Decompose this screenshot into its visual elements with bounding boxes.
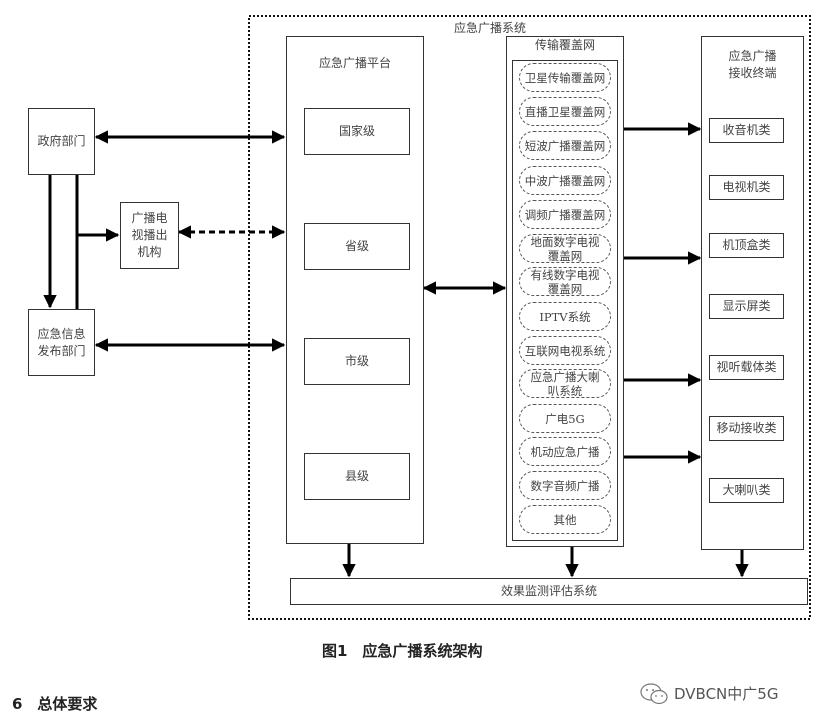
- gov-department-label: 政府部门: [37, 134, 86, 148]
- terminal-item-label: 收音机类: [722, 123, 771, 137]
- network-item: 应急广播大喇叭系统: [519, 369, 611, 398]
- network-item-label: 覆盖网: [547, 281, 583, 296]
- network-item: 机动应急广播: [519, 437, 611, 466]
- terminal-item-label: 机顶盒类: [722, 238, 771, 252]
- network-item-label: 数字音频广播: [530, 478, 600, 493]
- network-item: 直播卫星覆盖网: [519, 97, 611, 126]
- broadcaster-label-1: 广播电: [131, 211, 168, 225]
- figure-caption: 图1 应急广播系统架构: [322, 642, 483, 660]
- level-national-label: 国家级: [338, 124, 375, 138]
- network-item: 数字音频广播: [519, 471, 611, 500]
- network-item: 地面数字电视覆盖网: [519, 234, 611, 263]
- monitor-box: 效果监测评估系统: [290, 578, 808, 605]
- network-item-label: 卫星传输覆盖网: [524, 70, 606, 85]
- system-title: 应急广播系统: [453, 21, 526, 35]
- level-city-label: 市级: [344, 354, 369, 368]
- system-boundary: [248, 15, 811, 620]
- terminal-item: 大喇叭类: [709, 478, 784, 503]
- terminal-item-label: 显示屏类: [722, 299, 771, 313]
- monitor-label: 效果监测评估系统: [500, 584, 597, 598]
- terminal-item: 机顶盒类: [709, 233, 784, 258]
- network-item-label: 调频广播覆盖网: [524, 207, 606, 222]
- broadcaster-box: 广播电 视播出 机构: [120, 202, 179, 269]
- publisher-box: 应急信息 发布部门: [28, 309, 95, 376]
- network-item: 卫星传输覆盖网: [519, 63, 611, 92]
- network-item-label: 地面数字电视: [530, 234, 600, 249]
- watermark-text: DVBCN中广5G: [674, 685, 779, 703]
- network-item: IPTV系统: [519, 302, 611, 331]
- terminals-box: [701, 36, 804, 550]
- gov-department-box: 政府部门: [28, 108, 95, 175]
- section-heading: 6 总体要求: [12, 695, 98, 713]
- terminals-title-2: 接收终端: [728, 66, 777, 80]
- network-item-label: IPTV系统: [539, 309, 591, 324]
- network-item: 短波广播覆盖网: [519, 131, 611, 160]
- network-title: 传输覆盖网: [534, 38, 595, 52]
- network-item-label: 机动应急广播: [530, 444, 600, 459]
- terminal-item: 收音机类: [709, 118, 784, 143]
- level-city: 市级: [304, 338, 410, 385]
- broadcaster-label-2: 视播出: [131, 228, 168, 242]
- terminal-item-label: 电视机类: [722, 180, 771, 194]
- level-national: 国家级: [304, 108, 410, 155]
- network-item-label: 叭系统: [547, 383, 583, 398]
- terminal-item: 显示屏类: [709, 294, 784, 319]
- network-item: 广电5G: [519, 404, 611, 433]
- network-item: 有线数字电视覆盖网: [519, 267, 611, 296]
- network-item-label: 覆盖网: [547, 248, 583, 263]
- level-province: 省级: [304, 223, 410, 270]
- network-item-label: 有线数字电视: [530, 267, 600, 282]
- terminal-item-label: 视听载体类: [716, 360, 777, 374]
- network-item: 互联网电视系统: [519, 336, 611, 365]
- network-item-label: 其他: [553, 512, 577, 527]
- network-item: 调频广播覆盖网: [519, 200, 611, 229]
- wechat-icon: [638, 683, 672, 705]
- level-county: 县级: [304, 453, 410, 500]
- network-item: 中波广播覆盖网: [519, 166, 611, 195]
- publisher-label-2: 发布部门: [37, 343, 86, 358]
- terminal-item-label: 移动接收类: [716, 421, 777, 435]
- terminals-title-1: 应急广播: [728, 49, 777, 63]
- platform-title: 应急广播平台: [318, 56, 391, 70]
- network-item-label: 互联网电视系统: [524, 343, 606, 358]
- network-item-label: 中波广播覆盖网: [524, 173, 606, 188]
- publisher-label-1: 应急信息: [37, 326, 86, 341]
- network-item: 其他: [519, 505, 611, 534]
- network-item-label: 应急广播大喇: [530, 369, 600, 384]
- level-county-label: 县级: [344, 469, 369, 483]
- level-province-label: 省级: [344, 239, 369, 253]
- network-item-label: 短波广播覆盖网: [524, 138, 606, 153]
- network-item-label: 直播卫星覆盖网: [524, 104, 606, 119]
- broadcaster-label-3: 机构: [137, 245, 162, 259]
- terminal-item-label: 大喇叭类: [722, 483, 771, 497]
- terminal-item: 电视机类: [709, 175, 784, 200]
- terminal-item: 视听载体类: [709, 355, 784, 380]
- network-item-label: 广电5G: [545, 411, 585, 426]
- terminal-item: 移动接收类: [709, 416, 784, 441]
